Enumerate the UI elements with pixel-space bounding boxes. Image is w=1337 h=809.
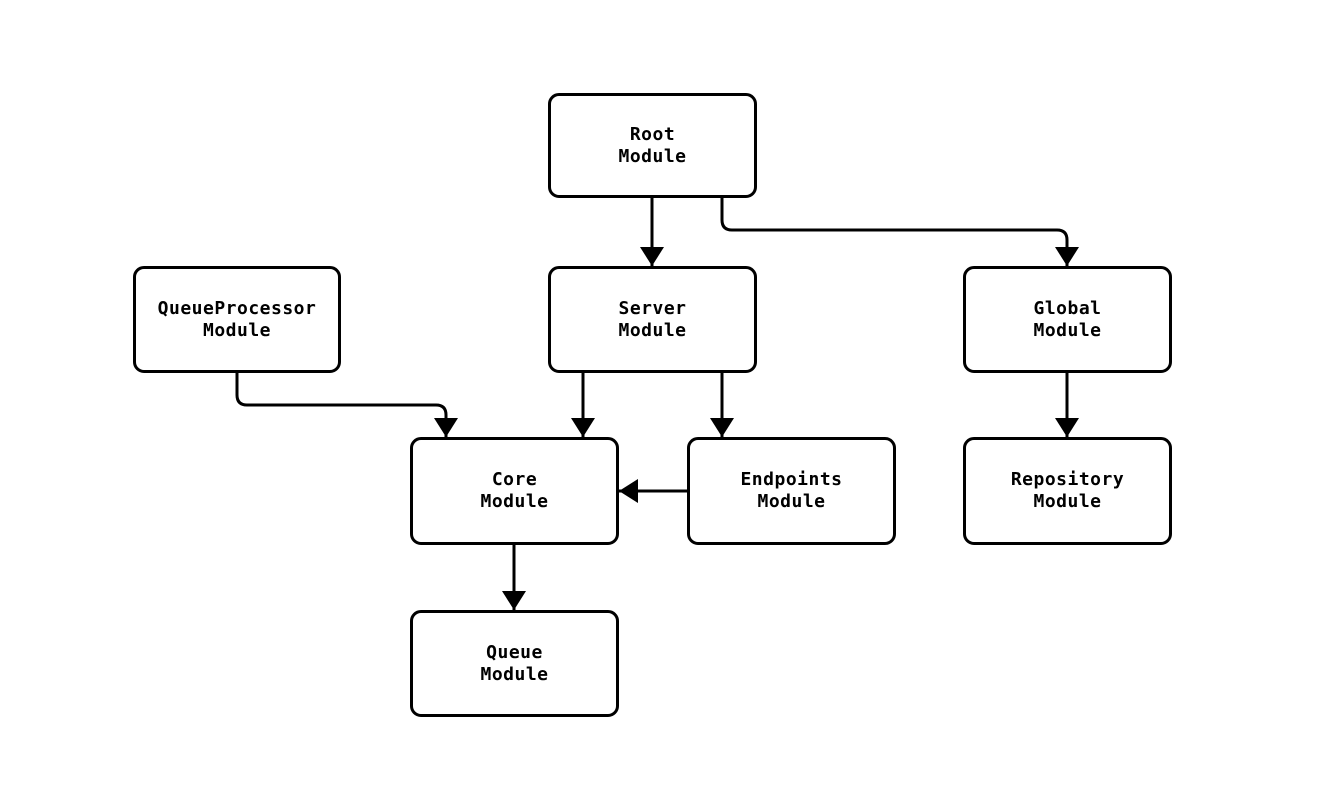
node-label-line2: Module [757, 491, 826, 512]
node-global-module: Global Module [963, 266, 1172, 373]
node-label-line1: Endpoints [740, 469, 843, 490]
node-server-module: Server Module [548, 266, 757, 373]
node-label-line1: Root [629, 123, 676, 145]
node-label-line1: QueueProcessor [157, 297, 317, 319]
node-label-line2: Module [480, 491, 549, 512]
node-endpoints-module: Endpoints Module [687, 437, 896, 545]
edge-queueprocessor-to-core [235, 373, 458, 437]
node-label-line1: Repository [1010, 469, 1125, 490]
node-core-module: Core Module [410, 437, 619, 545]
node-queueprocessor-module: QueueProcessor Module [133, 266, 341, 373]
node-label-line1: Core [491, 469, 538, 490]
node-repository-module: Repository Module [963, 437, 1172, 545]
node-label-line2: Module [618, 145, 687, 167]
node-label-line2: Module [618, 319, 687, 341]
node-label-line1: Queue [486, 641, 543, 663]
node-label-line2: Module [202, 319, 272, 341]
node-label-line1: Server [618, 297, 687, 319]
node-label-line2: Module [1033, 319, 1102, 341]
node-root-module: Root Module [548, 93, 757, 198]
edge-root-to-global [720, 198, 1079, 266]
node-queue-module: Queue Module [410, 610, 619, 717]
node-label-line1: Global [1033, 297, 1102, 319]
node-label-line2: Module [1033, 491, 1102, 512]
node-label-line2: Module [480, 663, 549, 685]
